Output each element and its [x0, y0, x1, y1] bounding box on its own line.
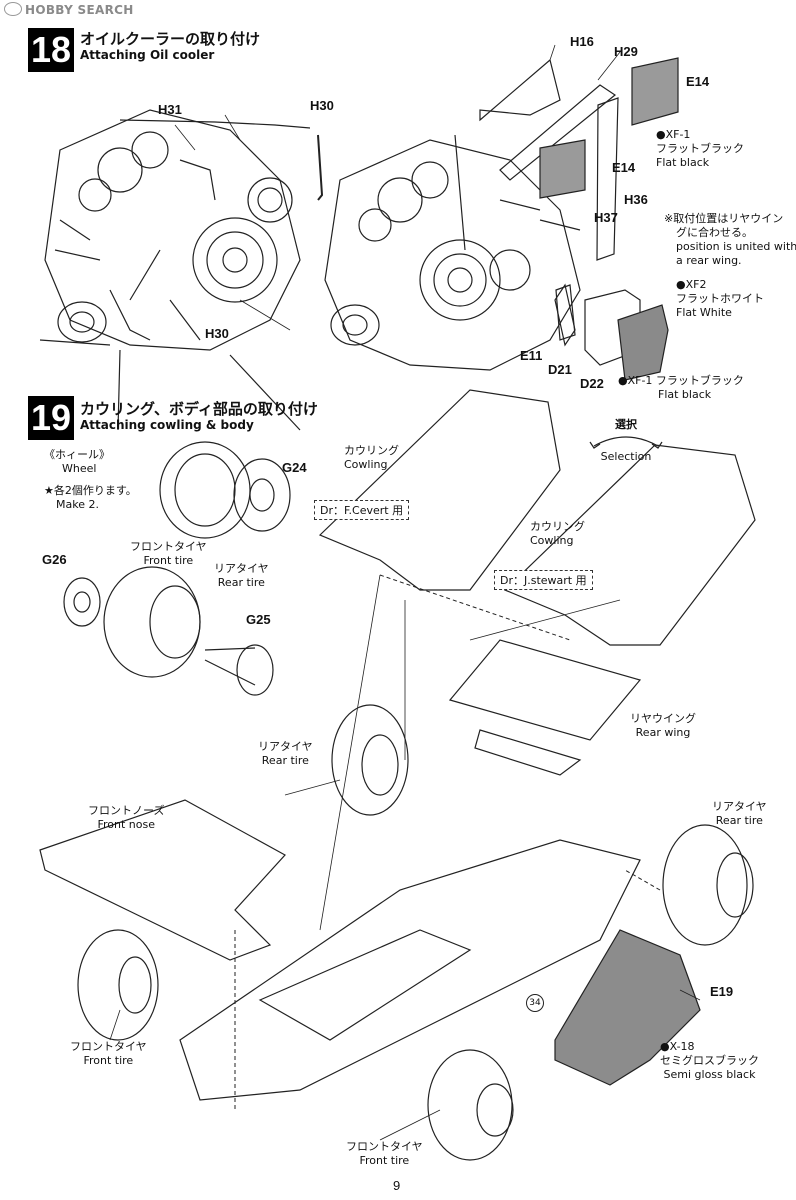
part-label-h16: H16 — [570, 34, 594, 49]
part-label-g24: G24 — [282, 460, 307, 475]
part-label-d21: D21 — [548, 362, 572, 377]
part-label-d22: D22 — [580, 376, 604, 391]
chassis-drawing — [39, 704, 754, 1161]
step-19-number: 19 — [28, 396, 74, 440]
circled-number-badge: 34 — [526, 994, 544, 1012]
rear-wing-label: リヤウイング Rear wing — [630, 712, 696, 739]
paint-note-xf1-d22: ●XF-1 フラットブラック Flat black — [618, 374, 744, 401]
part-label-h31: H31 — [158, 102, 182, 117]
selection-label-jp: 選択 — [615, 418, 637, 431]
part-label-g25: G25 — [246, 612, 271, 627]
page-number: 9 — [393, 1178, 401, 1193]
watermark-logo-icon — [4, 2, 22, 16]
part-label-h36: H36 — [624, 192, 648, 207]
cowling-label-2: カウリング Cowling — [530, 520, 585, 547]
cowling-label-1: カウリング Cowling — [344, 444, 399, 471]
part-label-g26: G26 — [42, 552, 67, 567]
part-label-e14-bottom: E14 — [612, 160, 636, 175]
rear-tire-wheel-label: リアタイヤ Rear tire — [214, 562, 269, 589]
part-label-e19: E19 — [710, 984, 734, 999]
dashed-guides — [234, 574, 661, 1110]
rear-tire-left-label: リアタイヤ Rear tire — [258, 740, 313, 767]
wheel-assembly-drawing — [63, 441, 291, 696]
engine-right-drawing — [324, 58, 617, 371]
front-tire-bottom-label: フロントタイヤ Front tire — [346, 1140, 423, 1167]
selection-arrows-icon — [589, 436, 663, 449]
front-tire-wheel-label: フロントタイヤ Front tire — [130, 540, 207, 567]
paint-note-xf1-e14: ●XF-1 フラットブラック Flat black — [656, 128, 744, 169]
step-19-title-jp: カウリング、ボディ部品の取り付け — [80, 400, 318, 418]
part-label-e11: E11 — [520, 348, 543, 363]
watermark: HOBBY SEARCH — [4, 2, 134, 17]
part-label-h37: H37 — [594, 210, 618, 225]
paint-note-xf2: ●XF2 フラットホワイト Flat White — [676, 278, 764, 319]
oil-cooler-e14-drawing — [539, 57, 679, 261]
part-label-h30-top: H30 — [310, 98, 334, 113]
paint-note-x18: ●X-18 セミグロスブラック Semi gloss black — [660, 1040, 759, 1081]
step-18-number: 18 — [28, 28, 74, 72]
seat-e19-drawing — [554, 929, 701, 1086]
make-two-note-en: Make 2. — [56, 498, 99, 511]
part-label-h30-bottom: H30 — [205, 326, 229, 341]
part-label-e14-top: E14 — [686, 74, 710, 89]
make-two-note-jp: ★各2個作ります。 — [44, 484, 137, 497]
driver-option-stewart: Dr：J.stewart 用 — [494, 570, 593, 590]
cowling-drawing — [318, 389, 756, 646]
step-18-title-jp: オイルクーラーの取り付け — [80, 30, 261, 48]
tank-d21-d22-drawing — [555, 284, 669, 381]
mounting-note: ※取付位置はリヤウイン グに合わせる。 position is united w… — [664, 212, 796, 267]
wheel-heading-en: Wheel — [62, 462, 97, 475]
wheel-heading-jp: 《ホィール》 — [44, 448, 110, 461]
step-19-title-en: Attaching cowling & body — [80, 418, 254, 432]
step-18-title-en: Attaching Oil cooler — [80, 48, 215, 62]
engine-left-drawing — [39, 109, 324, 431]
rear-wing-drawing — [448, 639, 642, 776]
driver-option-cevert: Dr：F.Cevert 用 — [314, 500, 410, 520]
front-nose-label: フロントノーズ Front nose — [88, 804, 165, 831]
front-tire-left-label: フロントタイヤ Front tire — [70, 1040, 147, 1067]
part-label-h29: H29 — [614, 44, 638, 59]
selection-label-en: Selection — [600, 450, 652, 463]
rear-tire-right-label: リアタイヤ Rear tire — [712, 800, 767, 827]
leader-lines — [109, 44, 701, 1141]
